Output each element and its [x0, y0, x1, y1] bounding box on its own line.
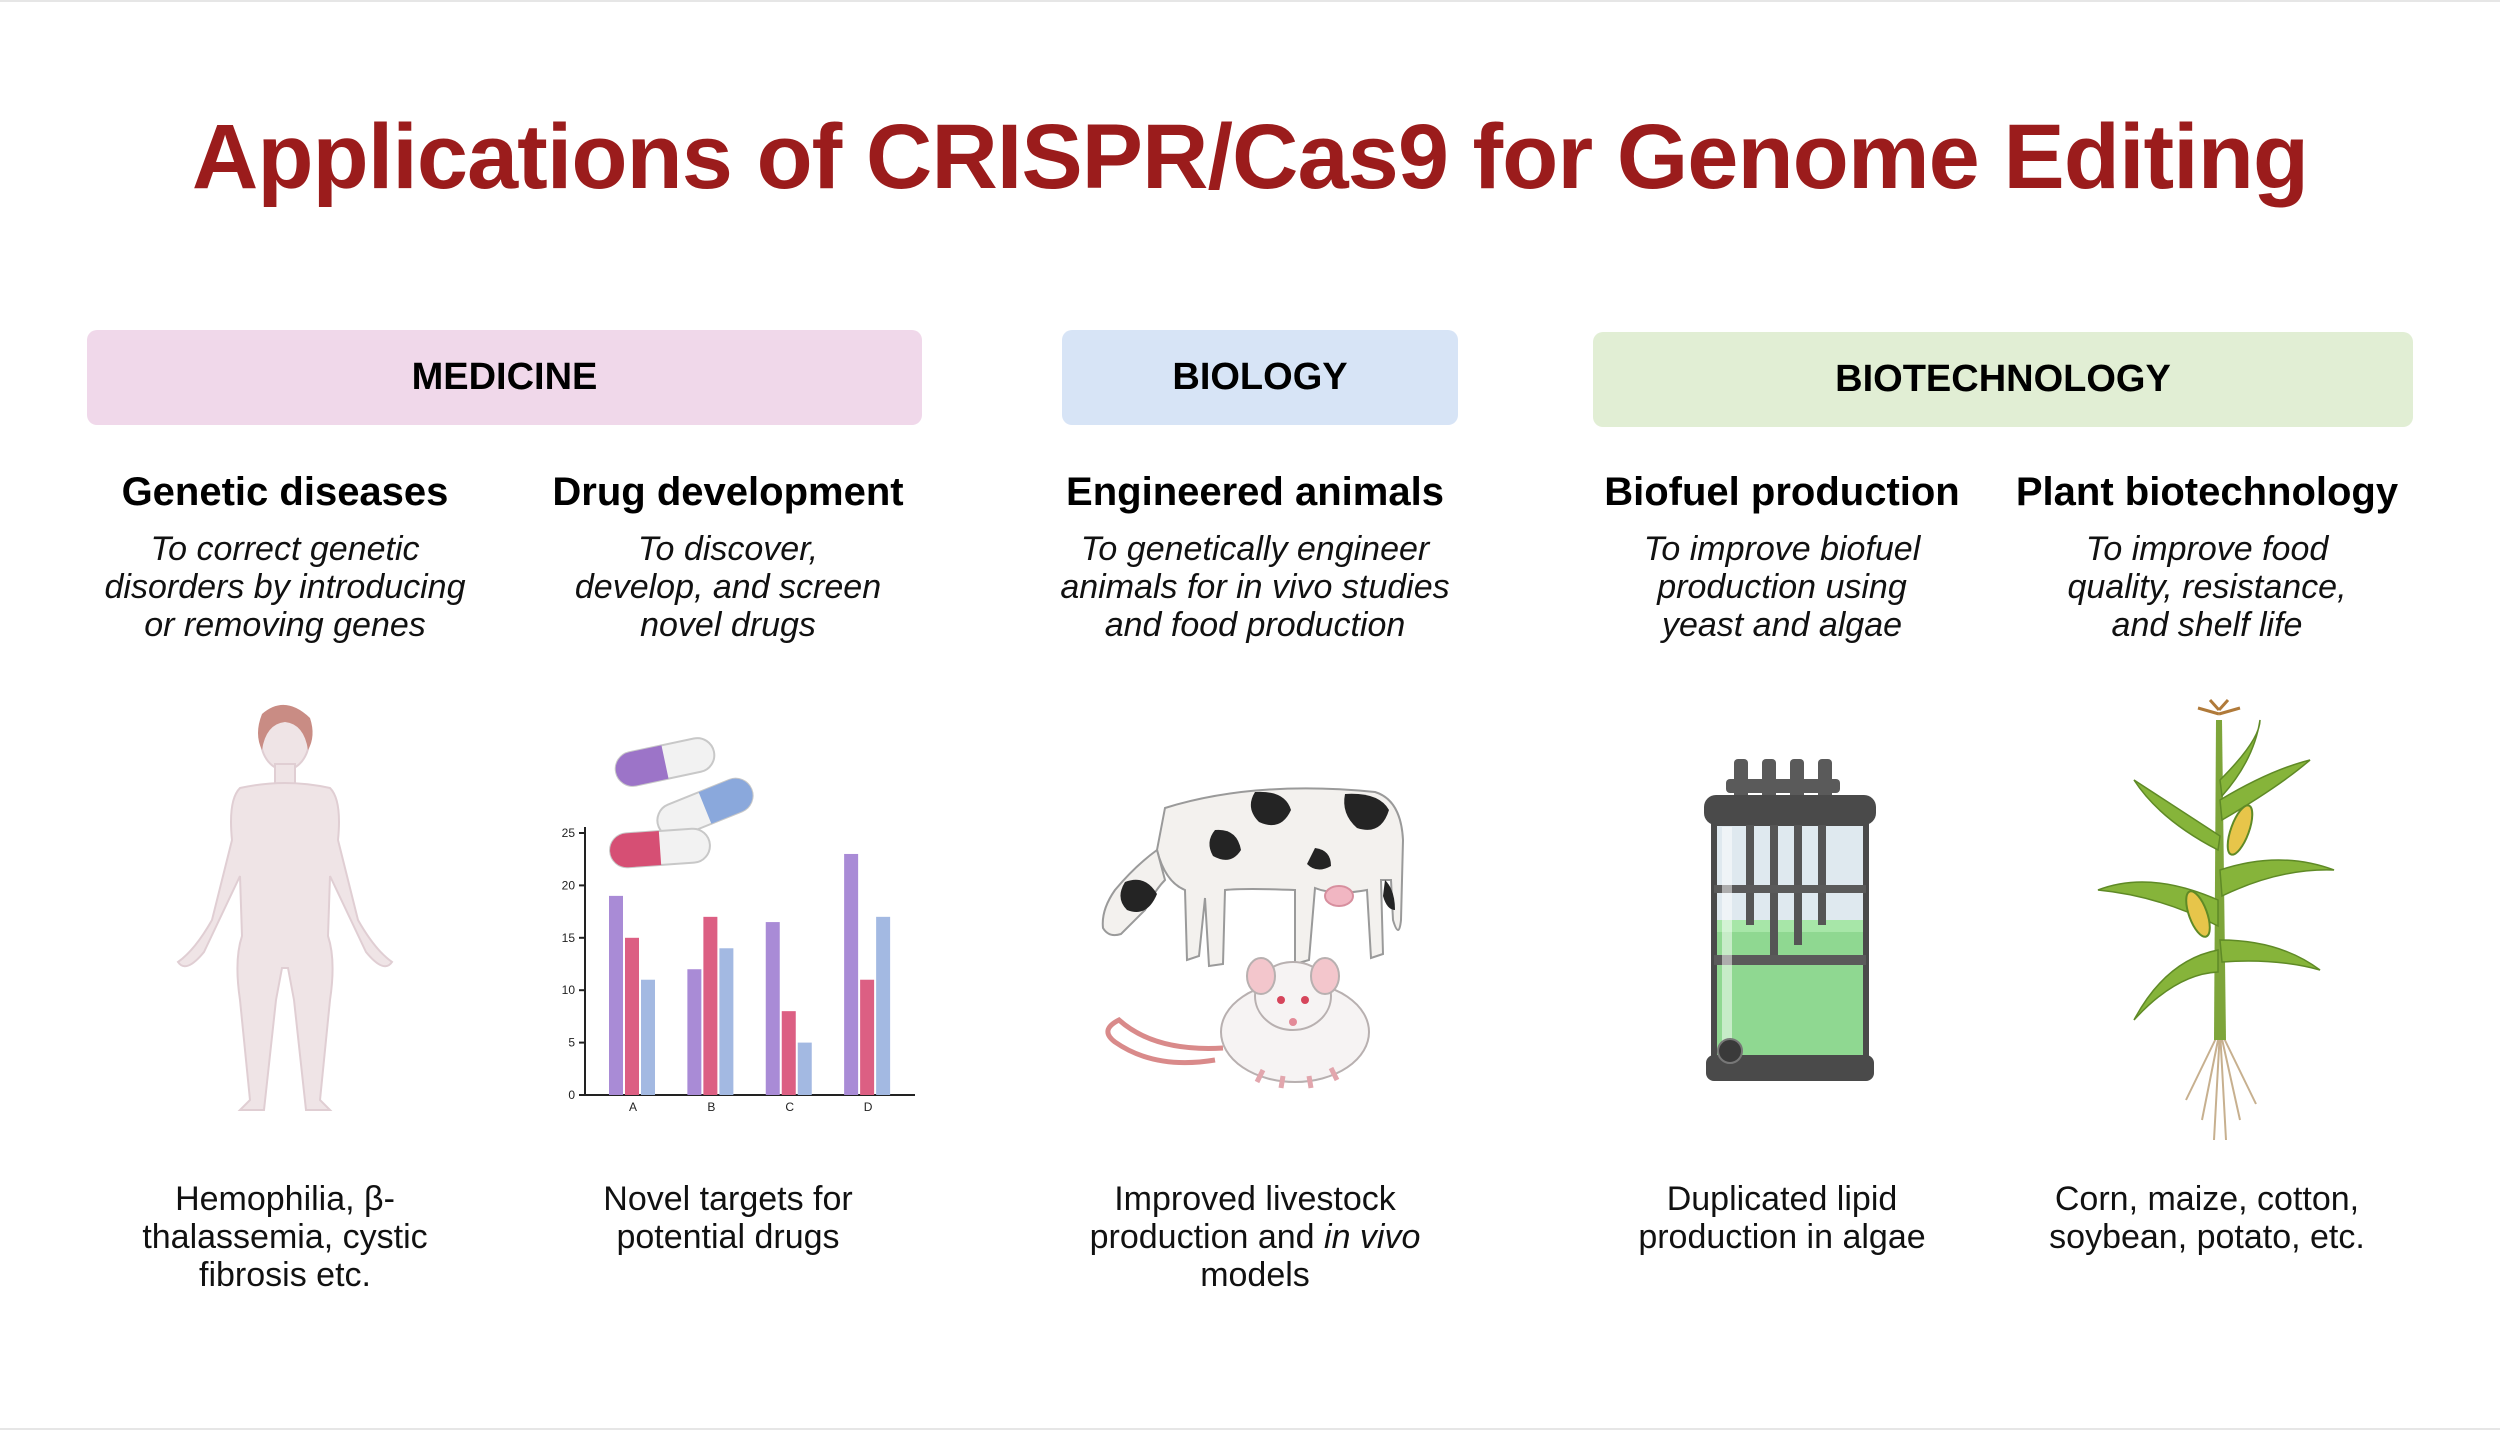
column-drug-development: Drug development To discover,develop, an… [498, 460, 958, 644]
chart-bar [860, 979, 875, 1095]
chart-y-tick-label: 0 [568, 1088, 575, 1102]
chart-bar [797, 1042, 812, 1095]
chart-x-tick-label: B [707, 1100, 715, 1114]
chart-x-tick-label: D [864, 1100, 873, 1114]
cow-icon [1101, 787, 1405, 968]
pills-and-bar-chart-icon: 0 5 10 15 20 25A B C D [562, 737, 915, 1114]
chart-y-tick-label: 5 [568, 1036, 575, 1050]
column-title: Plant biotechnology [2015, 470, 2399, 514]
chart-bar [687, 969, 702, 1095]
chart-y-tick-label: 15 [562, 931, 576, 945]
corn-plant-icon [2097, 698, 2335, 1141]
chart-y-tick-label: 20 [562, 878, 576, 892]
cow-and-rat-icon [1101, 787, 1405, 1089]
chart-bar [625, 937, 639, 1095]
column-engineered-animals: Engineered animals To genetically engine… [1025, 460, 1485, 644]
chart-axes [579, 827, 915, 1096]
chart-bar [719, 948, 734, 1095]
chart-bar [781, 1011, 796, 1095]
page-title: Applications of CRISPR/Cas9 for Genome E… [191, 106, 2309, 208]
chart-bars [609, 853, 891, 1095]
chart-bar [876, 916, 891, 1095]
chart-x-tick-label: A [629, 1100, 637, 1114]
column-title: Engineered animals [1066, 470, 1444, 514]
chart-x-tick-label: C [785, 1100, 794, 1114]
chart-bar [844, 853, 859, 1095]
chart-y-tick-label: 25 [562, 826, 576, 840]
category-biology: BIOLOGY [1062, 330, 1458, 425]
column-title: Biofuel production [1604, 470, 1960, 514]
category-biotechnology: BIOTECHNOLOGY [1593, 332, 2413, 427]
chart-bar [703, 916, 718, 1095]
pills-icon [609, 737, 754, 869]
chart-y-tick-label: 10 [562, 983, 576, 997]
column-title: Drug development [552, 470, 904, 514]
chart-bar [641, 979, 655, 1095]
note-engineered-animals: Improved livestock production and in viv… [1089, 1180, 1421, 1294]
note-plant-biotechnology: Corn, maize, cotton,soybean, potato, etc… [2049, 1180, 2365, 1256]
chart-bar [765, 922, 780, 1095]
chart-bar [609, 895, 623, 1095]
rat-icon [1105, 957, 1370, 1089]
chart-labels: 0 5 10 15 20 25A B C D [562, 826, 873, 1114]
category-medicine: MEDICINE [87, 330, 922, 425]
human-body-icon [176, 704, 394, 1111]
bioreactor-icon [1704, 759, 1876, 1081]
top-border [0, 0, 2500, 2]
column-title: Genetic diseases [121, 470, 449, 514]
bottom-border [0, 1428, 2500, 1430]
